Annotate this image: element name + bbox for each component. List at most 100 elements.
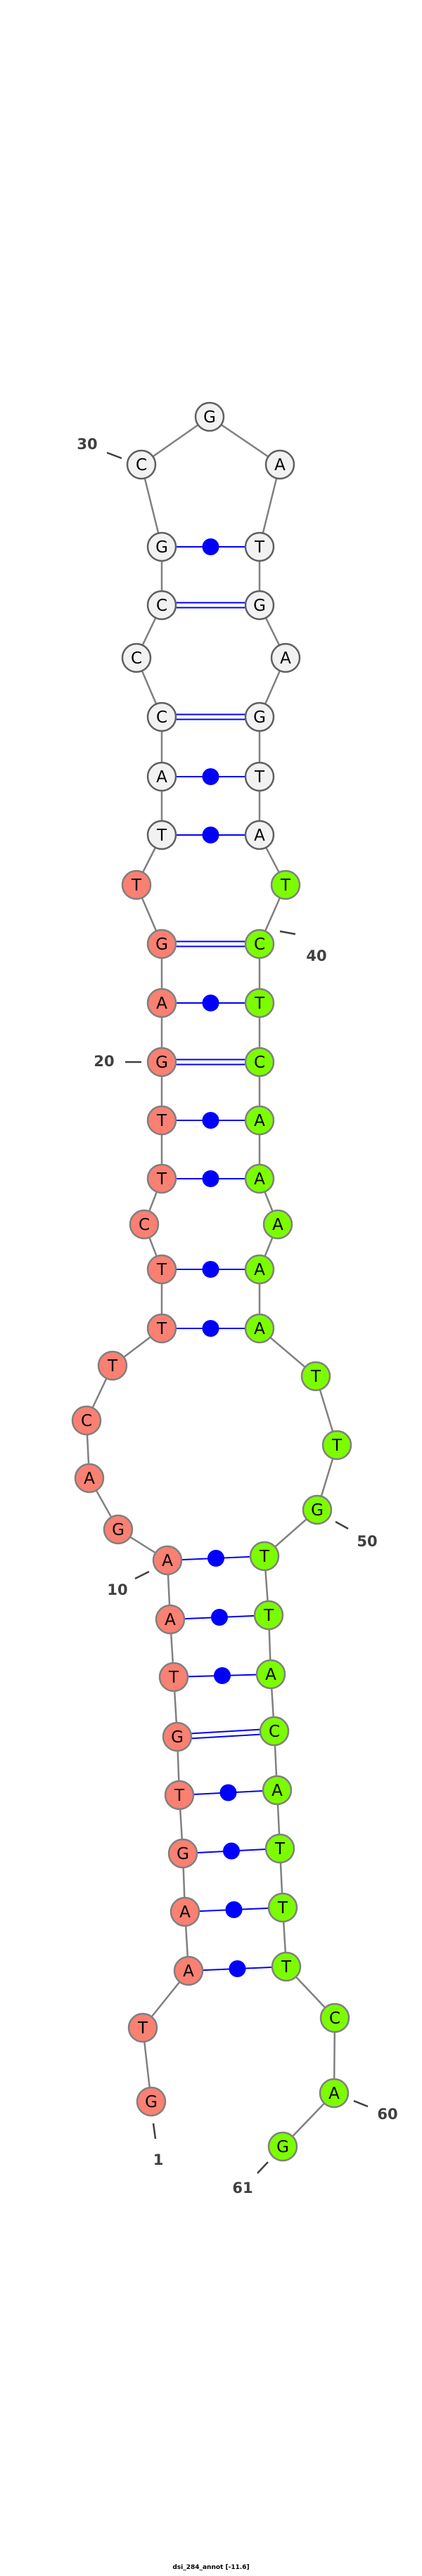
nucleotide-circle (173, 1955, 204, 1986)
nucleotide-54: C (259, 1716, 290, 1747)
nucleotide-letter: A (183, 1962, 194, 1981)
nucleotide-16: T (146, 1254, 177, 1285)
nucleotide-letter: T (259, 1548, 270, 1566)
base-pair-29-33 (176, 538, 245, 555)
nucleotide-letter: T (156, 1170, 167, 1189)
position-label-1: 1 (153, 2151, 164, 2168)
nucleotide-circle (244, 1105, 275, 1136)
nucleotide-circle (103, 1514, 134, 1545)
nucleotide-letter: C (156, 708, 167, 727)
nucleotide-circle (244, 820, 275, 850)
nucleotide-circle (167, 1838, 198, 1869)
nucleotide-letter: G (177, 1845, 189, 1863)
nucleotide-letter: C (254, 936, 265, 954)
nucleotide-5: G (167, 1838, 198, 1869)
base-pair-18-44 (176, 1170, 245, 1187)
nucleotide-letter: C (131, 649, 142, 668)
nucleotide-letter: T (137, 2019, 148, 2038)
nucleotide-letter: A (254, 1320, 265, 1338)
pair-bond-line (191, 1728, 260, 1735)
nucleotide-letter: A (254, 827, 265, 845)
base-pair-28-34 (176, 602, 245, 609)
nucleotide-26: C (146, 701, 177, 732)
nucleotide-32: A (264, 449, 295, 480)
position-tick (134, 1570, 150, 1580)
nucleotide-circle (126, 449, 157, 480)
structure-title: dsi_284_annot [-11.6] (172, 2564, 250, 2571)
base-pair-9-52 (184, 1609, 255, 1626)
position-label-30: 30 (77, 436, 97, 453)
nucleotide-letter: T (107, 1357, 118, 1376)
nucleotide-39: T (270, 869, 301, 900)
nucleotide-20: G (146, 1047, 177, 1077)
nucleotide-letter: A (179, 1903, 191, 1922)
nucleotide-1: G (136, 2086, 167, 2117)
nucleotide-circle (271, 1951, 302, 1982)
nucleotide-44: A (244, 1163, 275, 1194)
nucleotide-circle (244, 928, 275, 959)
nucleotide-circle (244, 1254, 275, 1285)
nucleotide-49: T (321, 1430, 352, 1461)
nucleotide-circle (162, 1721, 193, 1752)
nucleotide-circle (255, 1659, 286, 1690)
nucleotide-60: A (319, 2078, 350, 2109)
nucleotide-circle (97, 1350, 128, 1381)
nucleotide-letter: T (174, 1787, 185, 1805)
nucleotide-circle (244, 590, 275, 621)
nucleotide-letter: G (145, 2093, 158, 2111)
nucleotide-circle (152, 1545, 183, 1576)
nucleotide-letter: T (168, 1669, 179, 1687)
base-pair-24-38 (176, 827, 245, 843)
nucleotide-24: T (146, 820, 177, 850)
nucleotide-circle (121, 642, 152, 673)
nucleotides-group: GTAAGTGTAAGACTTTCTTGAGTTACCCGCGATGAGTATC… (71, 401, 352, 2162)
nucleotide-18: T (146, 1163, 177, 1194)
nucleotide-letter: A (156, 768, 167, 787)
nucleotide-letter: T (263, 1607, 274, 1625)
nucleotide-letter: G (311, 1501, 324, 1520)
nucleotide-letter: T (281, 1958, 292, 1976)
nucleotide-42: C (244, 1047, 275, 1077)
pair-dot (211, 1609, 228, 1626)
backbone-group (85, 415, 338, 2147)
nucleotide-circle (146, 820, 177, 850)
nucleotide-circle (146, 531, 177, 562)
base-pair-20-42 (176, 1059, 245, 1066)
nucleotide-letter: T (254, 995, 265, 1013)
nucleotide-circle (146, 1047, 177, 1077)
nucleotide-circle (194, 401, 225, 432)
nucleotide-circle (262, 1209, 293, 1240)
nucleotide-letter: C (81, 1412, 92, 1430)
nucleotide-circle (244, 988, 275, 1018)
pair-dot (202, 1320, 219, 1337)
nucleotide-circle (264, 1833, 295, 1864)
base-pair-6-55 (193, 1784, 264, 1801)
nucleotide-letter: G (253, 597, 266, 615)
nucleotide-circle (262, 1775, 293, 1806)
nucleotide-circle (146, 1313, 177, 1344)
nucleotide-50: G (302, 1494, 333, 1525)
nucleotide-circle (319, 2002, 350, 2033)
nucleotide-4: A (170, 1896, 200, 1927)
base-pair-25-37 (176, 768, 245, 785)
nucleotide-letter: A (272, 1216, 283, 1234)
base-pair-15-47 (176, 1320, 245, 1337)
nucleotide-9: A (155, 1604, 186, 1635)
nucleotide-letter: A (274, 456, 286, 474)
nucleotide-circle (244, 1163, 275, 1194)
nucleotide-circle (300, 1361, 331, 1392)
position-tick (353, 2099, 369, 2108)
nucleotide-letter: A (265, 1666, 276, 1684)
nucleotide-letter: A (162, 1552, 173, 1570)
nucleotide-letter: G (203, 408, 216, 427)
nucleotide-letter: A (254, 1112, 265, 1130)
nucleotide-letter: G (112, 1521, 124, 1539)
position-tick (335, 1520, 349, 1530)
nucleotide-circle (267, 2131, 298, 2162)
nucleotide-letter: C (269, 1723, 280, 1741)
nucleotide-circle (302, 1494, 333, 1525)
base-pair-19-43 (176, 1112, 245, 1129)
nucleotide-letter: A (156, 995, 167, 1013)
nucleotide-letter: T (156, 827, 167, 845)
